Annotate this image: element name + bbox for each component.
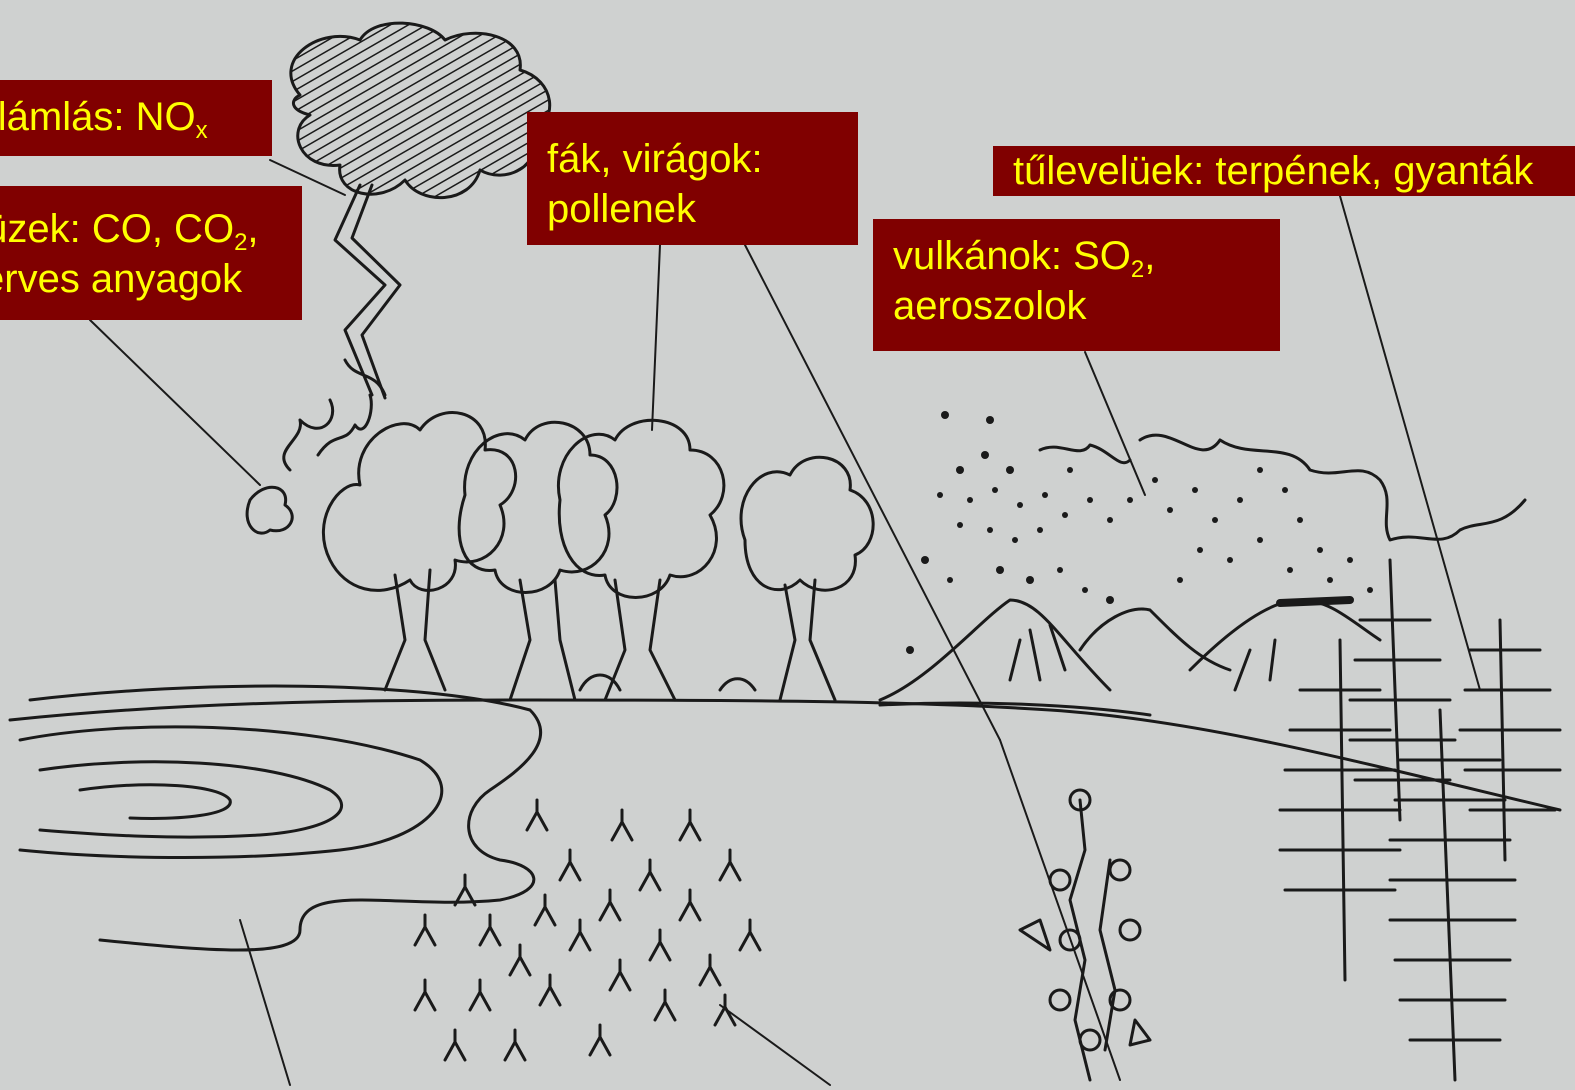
ground-line [10,700,1560,810]
label-volcano-text-2: aeroszolok [893,281,1280,331]
water-icon [20,686,541,950]
volcano-icon [880,411,1525,700]
label-lightning-subscript: x [196,117,208,144]
label-conifer: tűlevelüek: terpének, gyanták [993,146,1575,196]
label-trees: fák, virágok: pollenek [527,112,858,245]
label-lightning-text: villámlás: NO [0,95,196,139]
label-conifer-text: tűlevelüek: terpének, gyanták [1013,146,1575,196]
label-trees-text-2: pollenek [547,184,858,234]
conifer-tree-icon [1280,560,1560,1080]
plant-icon [415,800,760,1060]
label-trees-text-1: fák, virágok: [547,134,858,184]
label-lightning: villámlás: NOx [0,80,272,156]
label-fire-comma: , [247,207,258,251]
label-volcano-text-1: vulkánok: SO [893,234,1131,278]
flower-icon [1020,790,1150,1080]
label-volcano: vulkánok: SO2, aeroszolok [873,219,1280,351]
label-volcano-subscript: 2 [1131,256,1144,283]
label-fire-text-2: szerves anyagok [0,254,302,304]
label-fire-subscript: 2 [234,229,247,256]
fire-icon [247,360,385,533]
label-fire: tüzek: CO, CO2, szerves anyagok [0,186,302,320]
label-volcano-comma: , [1144,234,1155,278]
lightning-icon [335,185,400,398]
deciduous-tree-icon [323,413,873,700]
label-fire-text-1: tüzek: CO, CO [0,207,234,251]
cloud-icon [291,23,550,198]
